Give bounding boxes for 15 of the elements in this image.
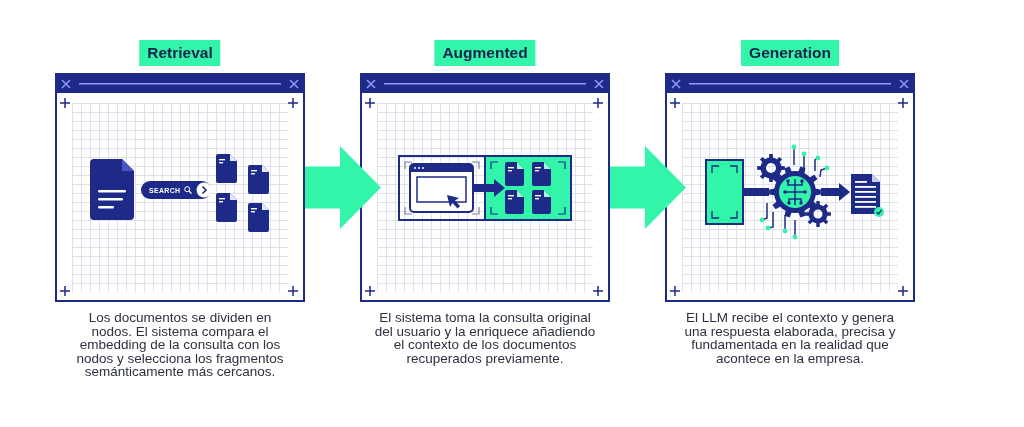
flow-arrow (305, 146, 381, 229)
step-description: Los documentos se dividen en nodos. El sistema compara el embedding de la consulta con los nodos y selecciona los fragmentos semánticamente más cercanos. (75, 311, 285, 379)
arrow (821, 183, 850, 201)
step-heading: Augmented (434, 40, 536, 66)
bracket-frame (705, 159, 744, 225)
arrow (474, 179, 505, 197)
step-heading: Generation (741, 40, 839, 66)
step-heading: Retrieval (139, 40, 221, 66)
brain-gear-icon (769, 166, 821, 218)
connector-line (744, 188, 769, 196)
step-description: El sistema toma la consulta original del usuario y la enriquece añadiendo el contexto de los documentos recuperados previamente. (374, 311, 596, 366)
step-description: El LLM recibe el contexto y genera una respuesta elaborada, precisa y fundamentada en la realidad que acontece en la empresa. (683, 311, 897, 366)
flow-arrow (610, 146, 686, 229)
browser-window-icon (409, 163, 474, 213)
search-bar (141, 181, 211, 199)
